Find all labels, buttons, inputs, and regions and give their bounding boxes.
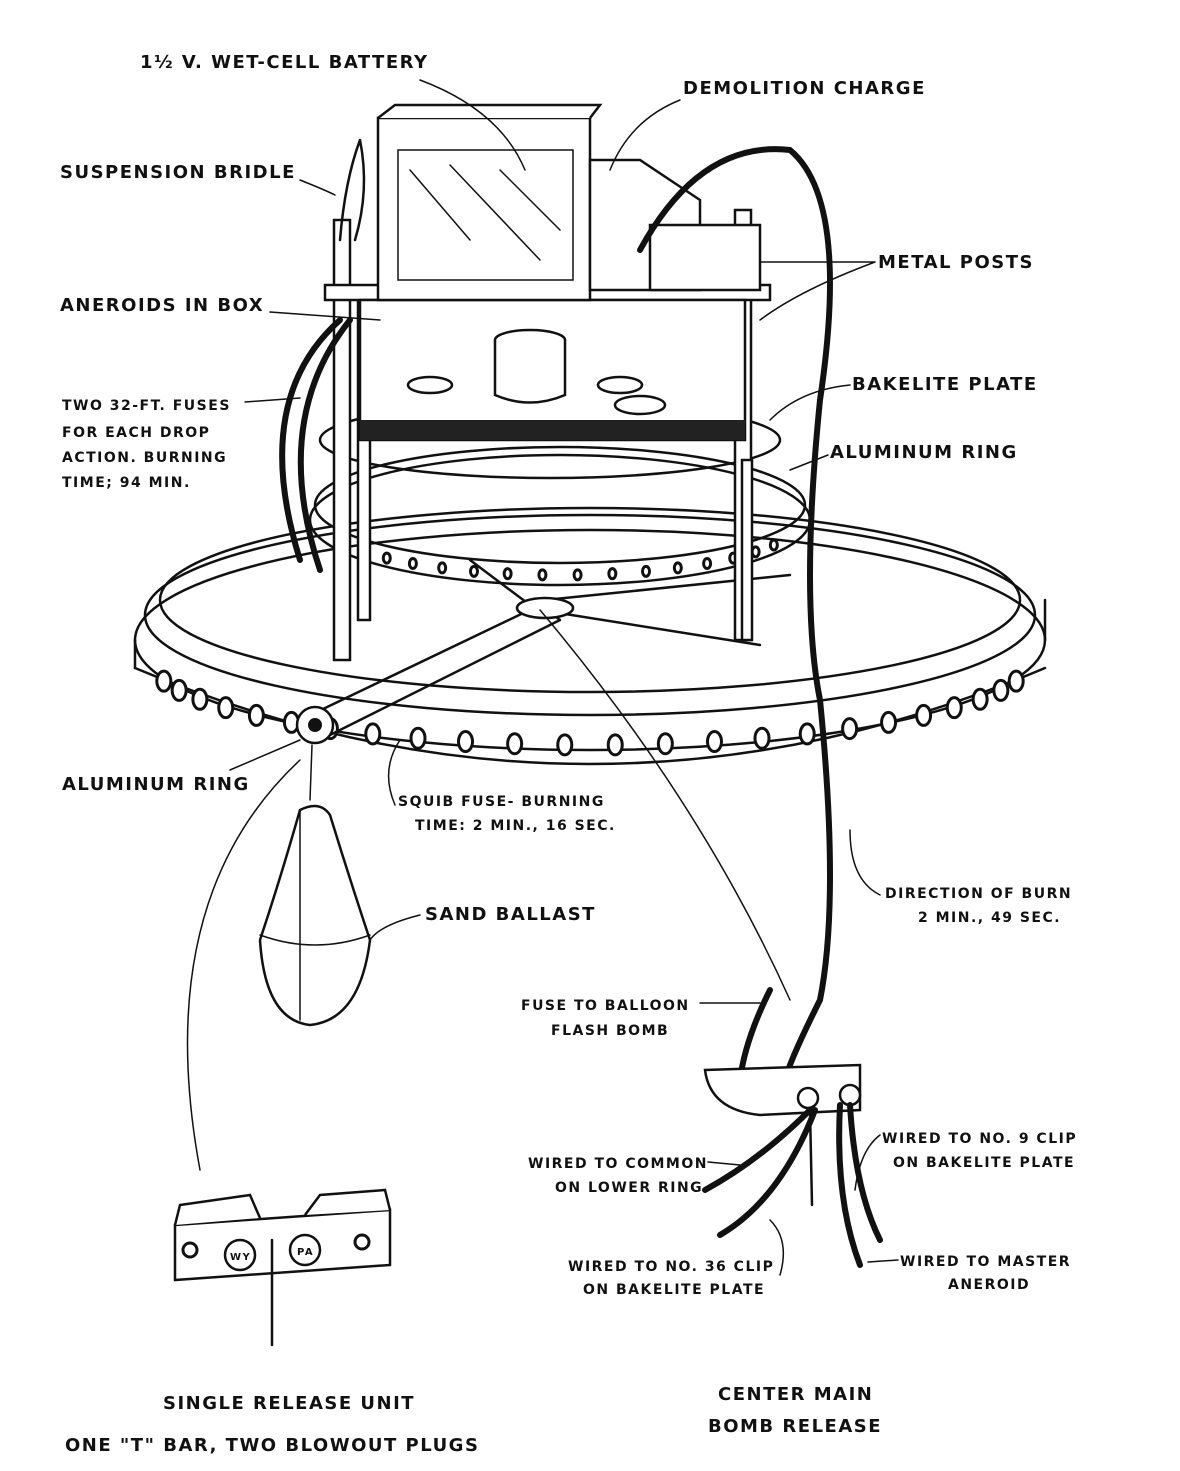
aluminum-ring-outer — [133, 506, 1047, 766]
leader-arrows — [229, 79, 899, 1276]
center-main-bomb-release — [702, 1063, 883, 1268]
label-battery: 1½ V. WET-CELL BATTERY — [140, 52, 429, 73]
ring-hole — [556, 733, 574, 757]
sand-ballast-bag — [258, 744, 372, 1027]
ring-hole — [191, 687, 209, 711]
label-aluminum-ring-upper: ALUMINUM RING — [830, 442, 1018, 463]
ring-hole — [155, 669, 173, 693]
ring-hole — [641, 564, 652, 578]
label-fuses-line2: FOR EACH DROP — [62, 425, 210, 441]
ring-hole — [437, 561, 448, 575]
ring-hole — [502, 567, 513, 581]
ring-hole — [753, 726, 771, 750]
aneroid-box — [323, 283, 772, 442]
spokes — [298, 558, 792, 737]
single-release-unit: WY PA — [173, 1188, 392, 1347]
label-metal-posts: METAL POSTS — [878, 252, 1034, 273]
label-fuses-line4: TIME; 94 MIN. — [62, 475, 191, 491]
ring-hole — [170, 678, 188, 702]
ring-hole — [537, 568, 548, 582]
label-master-line1: WIRED TO MASTER — [900, 1254, 1071, 1270]
label-no36-line2: ON BAKELITE PLATE — [583, 1282, 765, 1298]
label-demolition-charge: DEMOLITION CHARGE — [683, 78, 926, 99]
suspension-bridle — [338, 138, 366, 242]
ring-hole — [672, 561, 683, 575]
plug-mark-pa: PA — [297, 1247, 314, 1258]
ring-hole — [506, 732, 524, 756]
ring-hole — [971, 687, 989, 711]
ring-hole — [702, 556, 713, 570]
ring-hole — [1007, 669, 1025, 693]
demolition-charge — [588, 158, 762, 292]
ring-hole — [768, 538, 779, 552]
ring-hole — [468, 564, 479, 578]
corner-release-fitting — [295, 705, 335, 745]
label-fuses-line3: ACTION. BURNING — [62, 450, 227, 466]
label-fuses-line1: TWO 32-FT. FUSES — [62, 398, 231, 414]
ring-hole — [880, 710, 898, 734]
label-center-release-line2: BOMB RELEASE — [708, 1416, 882, 1437]
label-single-release-title: SINGLE RELEASE UNIT — [163, 1393, 415, 1414]
label-sand-ballast: SAND BALLAST — [425, 904, 596, 925]
label-common-line1: WIRED TO COMMON — [528, 1156, 708, 1172]
ring-hole — [407, 556, 418, 570]
ring-hole — [705, 730, 723, 754]
label-squib-line1: SQUIB FUSE- BURNING — [398, 794, 605, 810]
label-bakelite-plate: BAKELITE PLATE — [852, 374, 1038, 395]
ring-hole — [409, 726, 427, 750]
label-no9-line2: ON BAKELITE PLATE — [893, 1155, 1075, 1171]
label-common-line2: ON LOWER RING — [555, 1180, 703, 1196]
ring-hole — [945, 696, 963, 720]
ring-hole — [606, 733, 624, 757]
ring-hole — [656, 732, 674, 756]
ring-hole — [364, 722, 382, 746]
ring-hole — [381, 551, 392, 565]
label-single-release-sub: ONE "T" BAR, TWO BLOWOUT PLUGS — [65, 1435, 479, 1456]
ring-hole — [798, 722, 816, 746]
label-center-release-line1: CENTER MAIN — [718, 1384, 873, 1405]
ring-hole — [915, 703, 933, 727]
label-aneroids-in-box: ANEROIDS IN BOX — [60, 295, 264, 316]
wet-cell-battery — [376, 103, 603, 302]
label-burn-line1: DIRECTION OF BURN — [885, 886, 1072, 902]
ring-hole — [841, 717, 859, 741]
ring-hole — [607, 567, 618, 581]
label-balloon-fuse-line1: FUSE TO BALLOON — [521, 998, 690, 1014]
label-squib-line2: TIME: 2 MIN., 16 SEC. — [415, 818, 616, 834]
ring-hole — [247, 703, 265, 727]
label-master-line2: ANEROID — [948, 1277, 1030, 1293]
ring-hole — [217, 696, 235, 720]
label-suspension-bridle: SUSPENSION BRIDLE — [60, 162, 296, 183]
label-no9-line1: WIRED TO NO. 9 CLIP — [882, 1131, 1077, 1147]
plug-mark-wy: WY — [230, 1252, 251, 1263]
ring-hole — [572, 568, 583, 582]
label-balloon-fuse-line2: FLASH BOMB — [551, 1023, 669, 1039]
label-aluminum-ring-lower: ALUMINUM RING — [62, 774, 250, 795]
ring-hole — [457, 730, 475, 754]
ring-hole — [992, 678, 1010, 702]
label-no36-line1: WIRED TO NO. 36 CLIP — [568, 1259, 774, 1275]
label-burn-line2: 2 MIN., 49 SEC. — [918, 910, 1061, 926]
